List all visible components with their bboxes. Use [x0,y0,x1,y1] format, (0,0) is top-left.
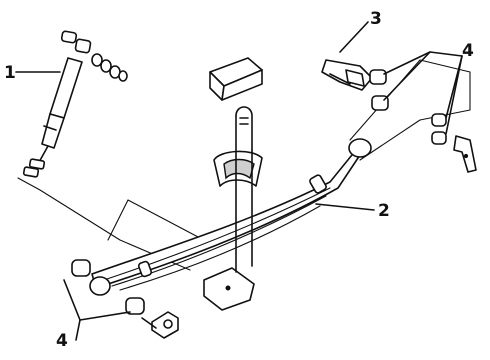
shock-absorber [22,30,128,178]
callout-shock-absorber: 1 [4,63,16,83]
spring-shackle [321,59,389,111]
bump-stop-bracket [209,57,263,101]
u-bolt [235,106,253,153]
lower-bushings [71,259,179,339]
callout-bushings-upper: 4 [462,41,474,61]
leader-lines [15,21,463,341]
spring-seat [213,150,263,187]
spring-hanger-bracket [431,113,477,173]
callout-bushings-lower: 4 [56,331,68,351]
callout-leaf-spring: 2 [378,201,390,221]
callout-shackle: 3 [370,9,382,29]
u-bolt-plate [203,149,255,311]
leaf-spring [89,138,372,296]
